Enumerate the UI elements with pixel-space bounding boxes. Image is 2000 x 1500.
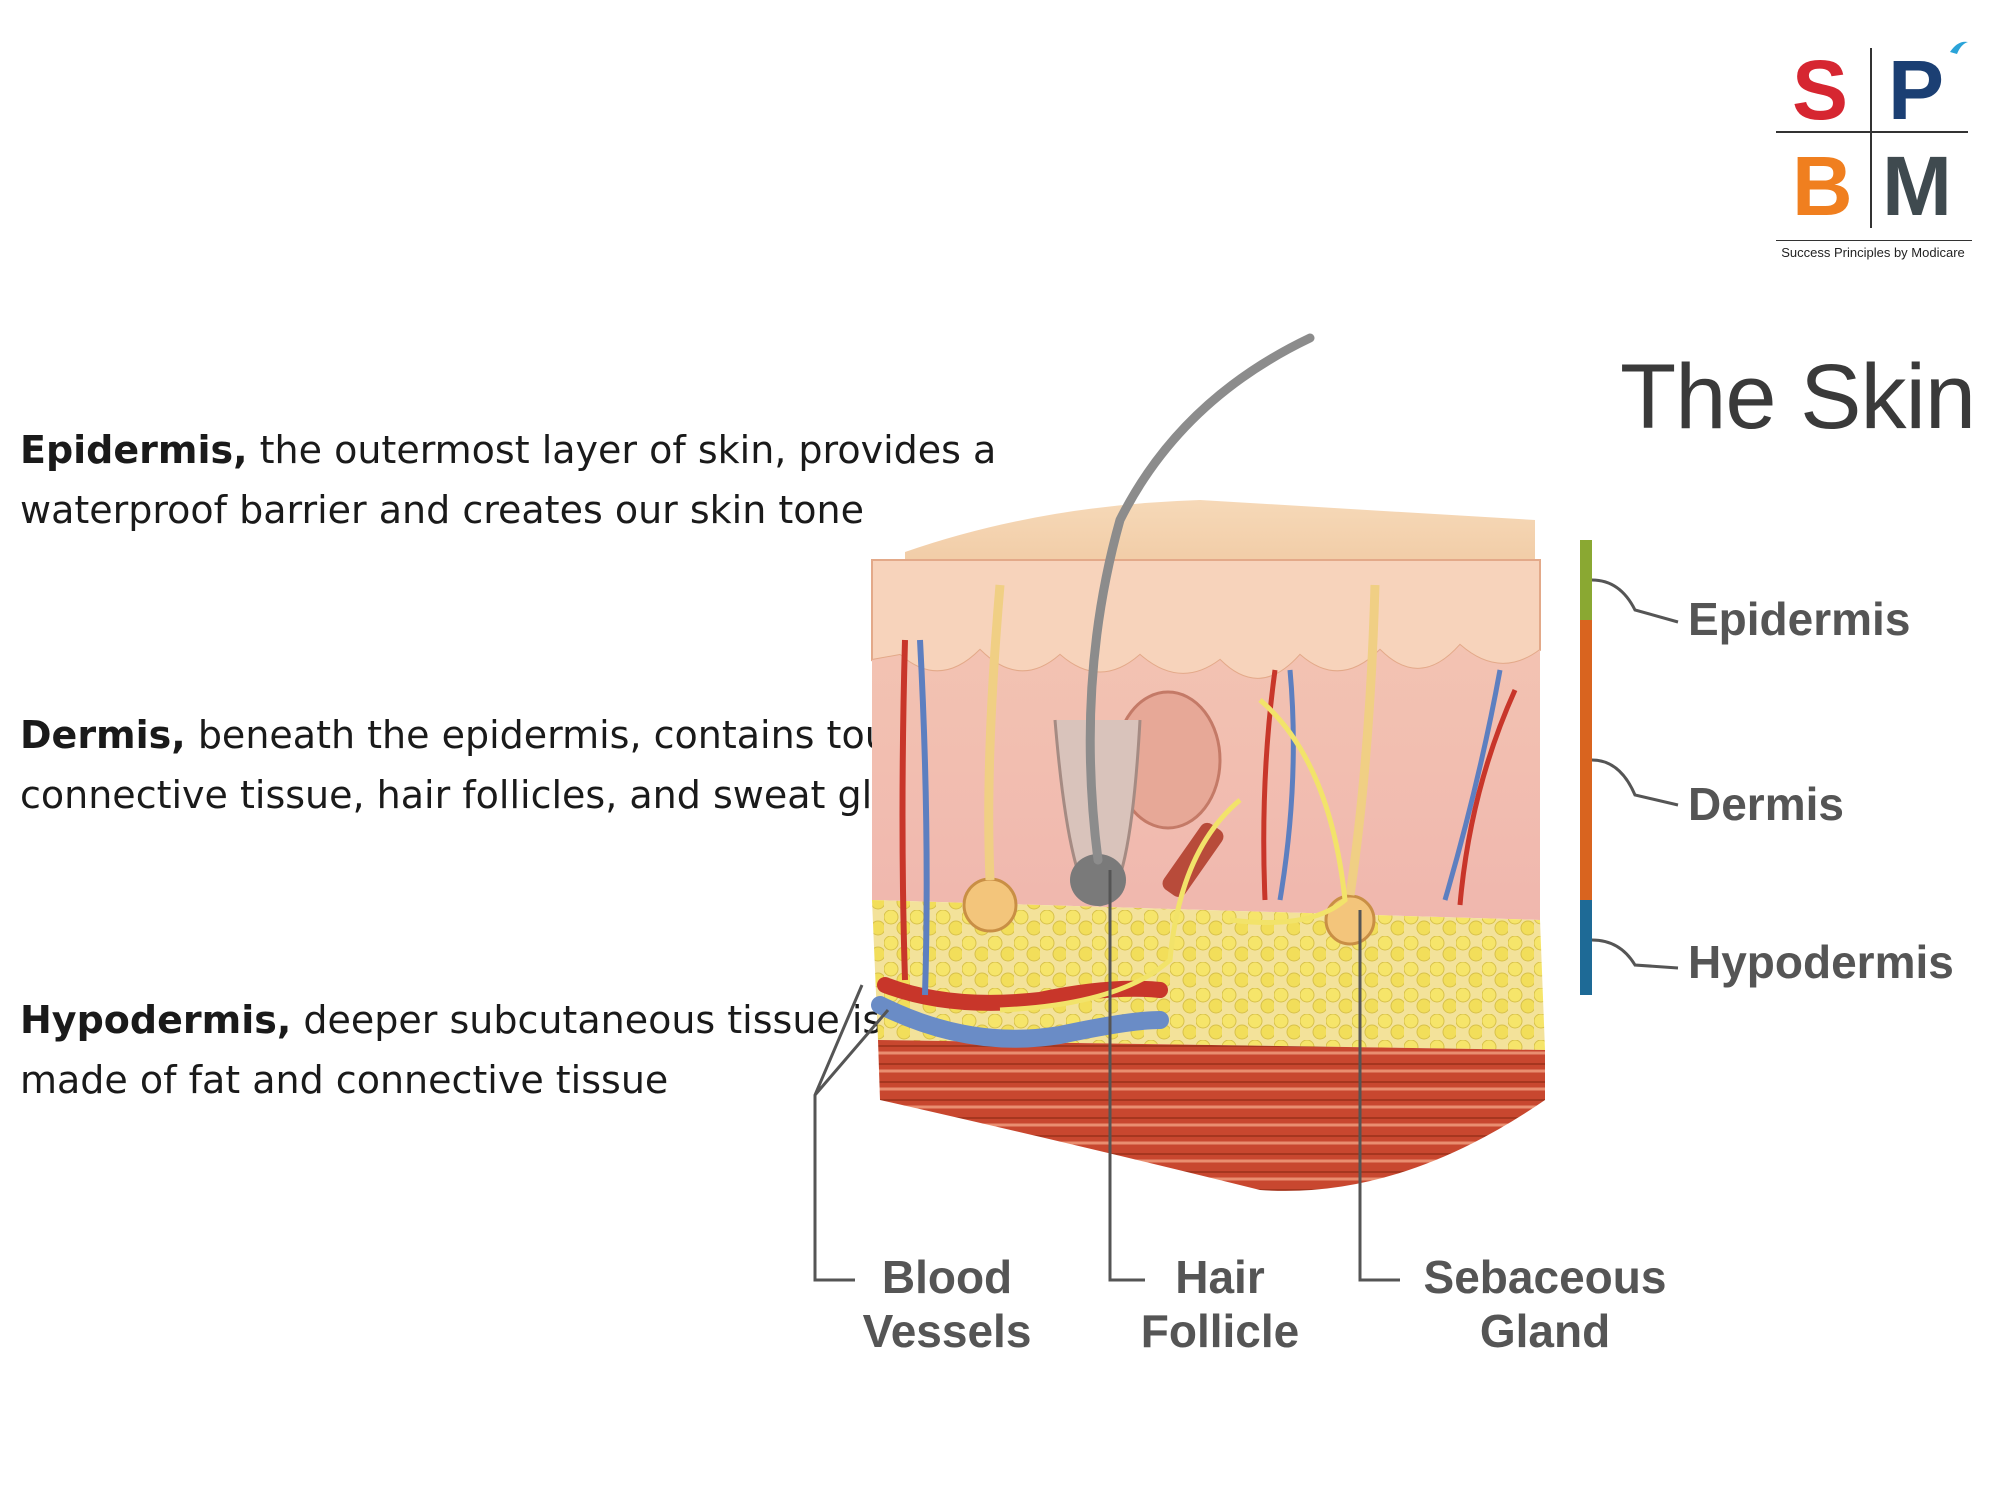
hypodermis-term: Hypodermis, [20,998,292,1042]
blood-vessels-leader [813,984,890,1282]
vein [871,996,1169,1048]
capillary [1457,688,1518,906]
hypodermis-leader [1591,938,1679,970]
sweat-gland-coil [962,877,1018,933]
label-hair-follicle-line2: Follicle [1140,1305,1300,1357]
label-hypodermis: Hypodermis [1688,936,1954,988]
dermis-bar [1580,620,1592,900]
epidermis-description: Epidermis, the outermost layer of skin, … [20,420,1000,540]
label-hair-follicle: Hair Follicle [1130,1250,1310,1358]
capillary [899,639,908,981]
sweat-duct [984,584,1005,881]
hypodermis-description: Hypodermis, deeper subcutaneous tissue i… [20,990,960,1110]
logo-letter-m: M [1882,139,1952,233]
epidermis-term: Epidermis, [20,428,248,472]
hair-follicle-leader [1108,870,1145,1282]
dermis-leader [1591,758,1679,807]
sweat-duct [1345,584,1380,896]
logo-tagline: Success Principles by Modicare [1781,245,1965,260]
capillary [1442,669,1503,901]
epidermis-text: the outermost layer of skin, provides a … [20,428,997,532]
label-blood-vessels-line2: Vessels [862,1305,1032,1357]
logo-letter-s: S [1792,43,1849,137]
label-epidermis: Epidermis [1688,593,1911,645]
label-hair-follicle-line1: Hair [1175,1251,1265,1303]
dermis-text: beneath the epidermis, contains tough co… [20,713,964,817]
logo-tagline-rule [1776,240,1972,241]
logo-divider-horizontal [1776,131,1968,133]
dermis-term: Dermis, [20,713,186,757]
capillary [917,639,930,996]
sebaceous-gland-leader [1358,910,1400,1282]
label-sebaceous-gland: Sebaceous Gland [1415,1250,1675,1358]
epidermis-leader [1591,578,1679,624]
epidermis-bar [1580,540,1592,620]
label-dermis: Dermis [1688,778,1844,830]
capillary [1277,669,1296,901]
hypodermis-bar [1580,900,1592,995]
hair-shaft [1085,333,1315,865]
logo-divider-vertical [1870,48,1872,228]
spbm-logo: S P B M Success Principles by Modicare [1770,38,1976,268]
sweat-gland-coil [1324,894,1376,946]
diagram-title: The Skin [1620,346,1976,448]
hypodermis-text: deeper subcutaneous tissue is made of fa… [20,998,883,1102]
nerve [999,798,1242,1013]
label-sebaceous-gland-line1: Sebaceous [1423,1251,1667,1303]
nerve [1229,698,1348,925]
logo-letter-p: P [1888,43,1945,137]
logo-swoosh-icon [1950,41,1968,54]
capillary [1261,669,1278,901]
hair-bulb [1070,854,1126,906]
label-sebaceous-gland-line2: Gland [1479,1305,1611,1357]
label-blood-vessels: Blood Vessels [852,1250,1042,1358]
hypodermis-layer [872,900,1545,1050]
muscle-layer [878,1040,1545,1191]
dermis-description: Dermis, beneath the epidermis, contains … [20,705,1010,825]
logo-letter-b: B [1792,139,1853,233]
label-blood-vessels-line1: Blood [881,1251,1013,1303]
